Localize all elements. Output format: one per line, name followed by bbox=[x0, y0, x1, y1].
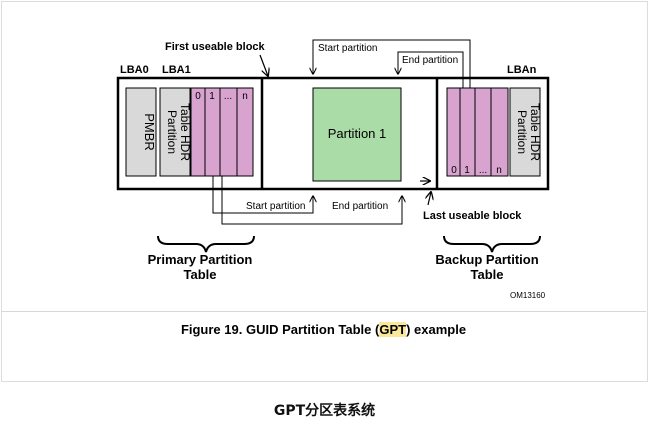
backup-entry-ellipsis: ... bbox=[479, 165, 487, 176]
backup-entries-block bbox=[446, 87, 509, 177]
primary-entry-1: 1 bbox=[209, 91, 215, 102]
pmbr-label: PMBR bbox=[142, 113, 157, 151]
last-useable-arrow bbox=[428, 192, 431, 206]
last-useable-block-label: Last useable block bbox=[423, 210, 522, 222]
backup-table-label-line2: Table bbox=[471, 267, 504, 282]
first-useable-arrow bbox=[259, 54, 268, 76]
figure-caption-row: Figure 19. GUID Partition Table (GPT) ex… bbox=[1, 311, 646, 352]
top-start-partition-label: Start partition bbox=[318, 43, 377, 54]
primary-entry-n: n bbox=[242, 91, 248, 102]
primary-hdr-line1: Partition bbox=[165, 110, 179, 154]
primary-hdr-block bbox=[159, 87, 191, 177]
top-end-partition-line bbox=[398, 51, 464, 88]
caption-suffix: ) example bbox=[406, 322, 467, 337]
backup-table-label-line1: Backup Partition bbox=[435, 252, 538, 267]
top-end-partition-label: End partition bbox=[402, 55, 458, 66]
caption-highlight: GPT bbox=[379, 322, 407, 337]
backup-entry-1: 1 bbox=[464, 165, 470, 176]
bottom-start-partition-label: Start partition bbox=[246, 201, 305, 212]
partition1-label: Partition 1 bbox=[328, 126, 387, 141]
primary-entries-block bbox=[190, 87, 254, 177]
bottom-end-partition-line bbox=[221, 176, 402, 225]
backup-hdr-line1: Partition bbox=[515, 110, 529, 154]
primary-table-label-line2: Table bbox=[184, 267, 217, 282]
bottom-start-partition-line bbox=[212, 176, 313, 214]
bottom-end-partition-label: End partition bbox=[332, 201, 388, 212]
backup-entry-0: 0 bbox=[451, 165, 457, 176]
lba1-label: LBA1 bbox=[162, 64, 191, 76]
om-code: OM13160 bbox=[510, 291, 546, 300]
primary-table-label-line1: Primary Partition bbox=[148, 252, 253, 267]
backup-hdr-block bbox=[509, 87, 541, 177]
primary-hdr-line2: Table HDR bbox=[178, 103, 192, 161]
backup-entry-n: n bbox=[496, 165, 502, 176]
pmbr-block bbox=[125, 87, 157, 177]
gpt-diagram: PMBR Partition Table HDR 0 1 ... n Parti… bbox=[116, 39, 550, 300]
top-start-partition-line bbox=[313, 39, 471, 88]
figure-frame bbox=[1, 1, 648, 382]
caption-prefix: Figure 19. GUID Partition Table ( bbox=[180, 322, 380, 337]
page-caption: GPT分区表系统 bbox=[273, 403, 376, 419]
figure-caption: Figure 19. GUID Partition Table (GPT) ex… bbox=[181, 322, 466, 337]
primary-brace bbox=[157, 235, 255, 253]
first-useable-block-label: First useable block bbox=[165, 41, 266, 53]
backup-brace bbox=[443, 235, 541, 253]
lba0-label: LBA0 bbox=[120, 64, 149, 76]
primary-entry-0: 0 bbox=[195, 91, 201, 102]
backup-hdr-line2: Table HDR bbox=[528, 103, 542, 161]
lban-label: LBAn bbox=[507, 64, 537, 76]
primary-entry-ellipsis: ... bbox=[224, 91, 232, 102]
partition1-block bbox=[312, 87, 402, 182]
